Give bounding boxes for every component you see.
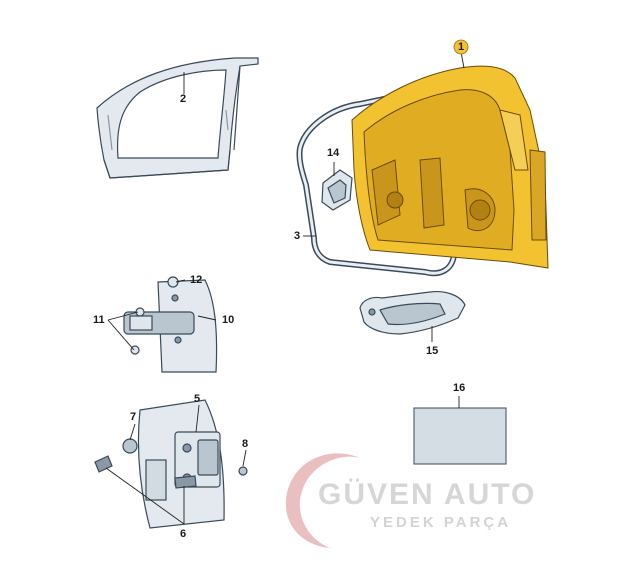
watermark-logo [285, 453, 360, 548]
callout-12: 12 [190, 274, 203, 286]
callout-11: 11 [93, 314, 105, 326]
callout-8: 8 [242, 438, 249, 450]
callout-3: 3 [294, 230, 301, 242]
callout-5: 5 [194, 393, 201, 405]
callout-6: 6 [180, 528, 187, 540]
door-shell [351, 65, 549, 269]
watermark-tagline: YEDEK PARÇA [370, 514, 512, 531]
callout-16: 16 [453, 382, 466, 394]
leader-lines [105, 51, 465, 525]
callout-2: 2 [180, 93, 187, 105]
callout-10: 10 [222, 314, 235, 326]
callout-1: 1 [458, 41, 465, 53]
watermark-brand: GÜVEN AUTO [318, 478, 537, 511]
door-check-assembly [123, 276, 218, 373]
callout-7: 7 [130, 411, 137, 423]
pad-part [413, 407, 507, 465]
body-side-frame [96, 57, 259, 179]
door-guard [359, 290, 466, 335]
callout-14: 14 [327, 147, 340, 159]
hinge-assembly [94, 399, 248, 529]
callout-badge [453, 39, 469, 55]
callout-15: 15 [426, 345, 439, 357]
bracket-part [321, 169, 353, 211]
